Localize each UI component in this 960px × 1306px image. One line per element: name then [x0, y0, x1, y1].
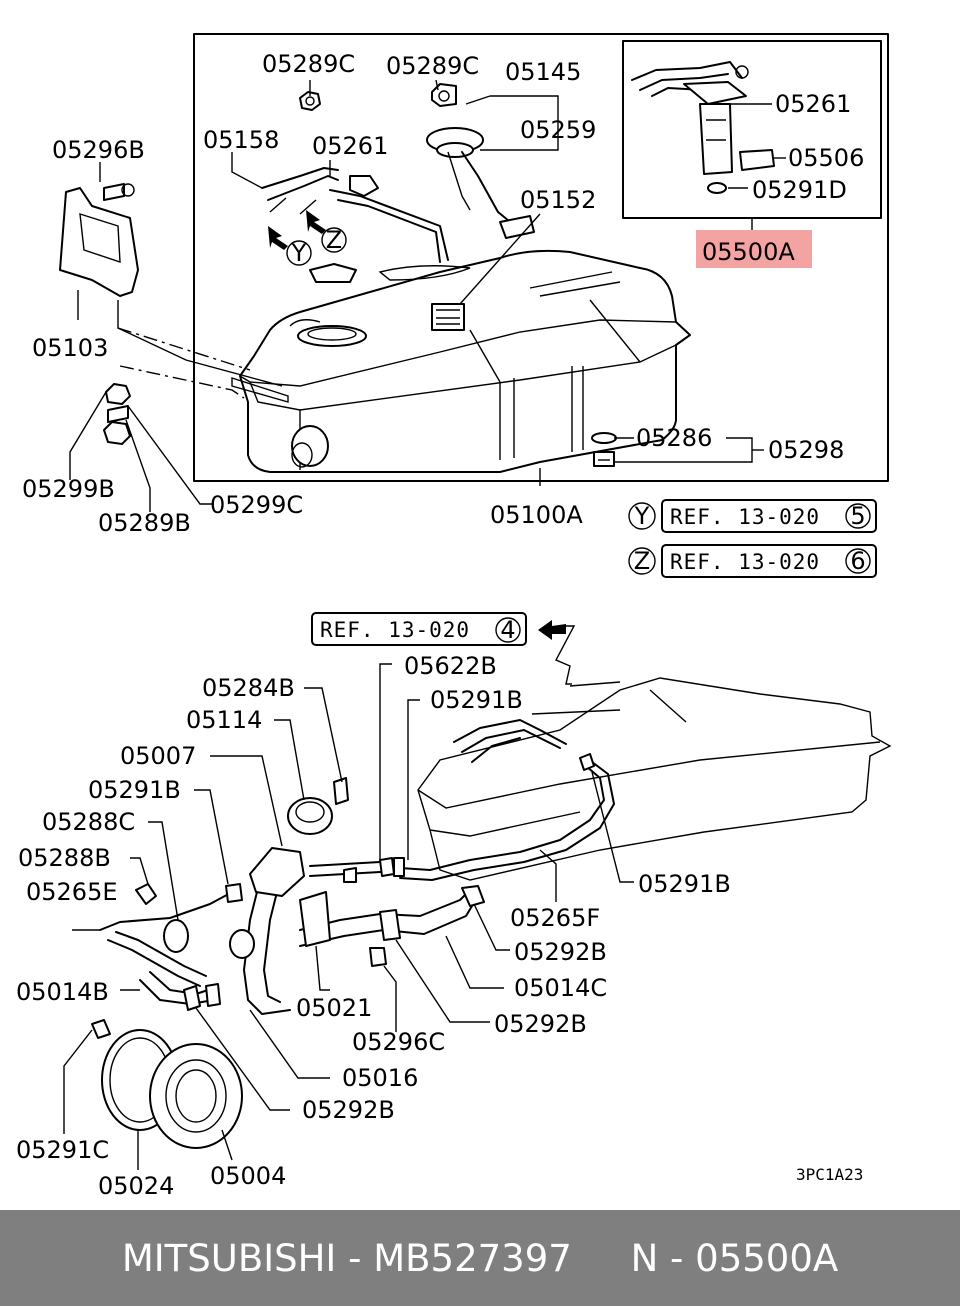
filler-hose-lower [309, 753, 615, 883]
label-05291C: 05291C [16, 1136, 109, 1164]
footer-callout: 05500A [695, 1236, 839, 1280]
leader-lines [63, 79, 786, 1170]
label-05152: 05152 [520, 186, 596, 214]
label-05299C: 05299C [210, 491, 303, 519]
svg-text:5: 5 [850, 502, 865, 530]
vapor-pipe-drawing [261, 167, 449, 283]
label-05289C-b: 05289C [386, 52, 479, 80]
label-05284B: 05284B [202, 674, 295, 702]
marker-y-circle [286, 240, 312, 266]
gauge-unit-drawing [426, 83, 535, 239]
footer-sep1: - [336, 1236, 374, 1280]
lower-hose-drawing [139, 929, 255, 1011]
ref-y-box: Y REF. 13-020 5 [628, 499, 877, 533]
tank-assembly-frame [193, 33, 889, 482]
label-05286: 05286 [636, 424, 712, 452]
label-05298: 05298 [768, 436, 844, 464]
label-05289C-a: 05289C [262, 50, 355, 78]
footer-sep2: - [658, 1236, 696, 1280]
label-05622B: 05622B [404, 652, 497, 680]
label-05004: 05004 [210, 1162, 286, 1190]
label-05296B: 05296B [52, 136, 145, 164]
label-05014B: 05014B [16, 978, 109, 1006]
parts-diagram: Y Z [16, 33, 892, 1200]
label-05288B: 05288B [18, 844, 111, 872]
footer-bar: MITSUBISHI - MB527397 N - 05500A [0, 1210, 960, 1306]
mount-hardware-drawing [103, 383, 131, 445]
svg-text:6: 6 [850, 547, 865, 575]
vapor-pipe-lower [453, 719, 567, 763]
footer-position: N [630, 1236, 659, 1280]
label-05259: 05259 [520, 116, 596, 144]
nut-05289C-drawing [299, 91, 321, 111]
label-05265F: 05265F [510, 904, 600, 932]
label-05265E: 05265E [26, 878, 118, 906]
label-05024: 05024 [98, 1172, 174, 1200]
marker-y-text: Y [291, 239, 307, 267]
label-05014C: 05014C [514, 974, 607, 1002]
svg-text:Z: Z [634, 547, 650, 575]
label-05289B: 05289B [98, 509, 191, 537]
footer-part-number: MB527397 [373, 1236, 572, 1280]
ref-z-box: Z REF. 13-020 6 [628, 544, 877, 578]
pump-assembly-drawing [631, 61, 775, 194]
label-05506: 05506 [788, 144, 864, 172]
label-05292B-c: 05292B [514, 938, 607, 966]
ref-4-box: REF. 13-020 4 [311, 612, 527, 646]
label-05299B: 05299B [22, 475, 115, 503]
label-05100A: 05100A [490, 501, 583, 529]
label-05261-b: 05261 [775, 90, 851, 118]
ref4-pointer [555, 625, 576, 685]
label-05288C: 05288C [42, 808, 135, 836]
filler-hose-main [299, 885, 485, 967]
label-05103: 05103 [32, 334, 108, 362]
footer-brand: MITSUBISHI [121, 1236, 337, 1280]
label-05296C: 05296C [352, 1028, 445, 1056]
label-05016: 05016 [342, 1064, 418, 1092]
filler-neck-drawing [243, 777, 349, 1015]
label-05291B-b: 05291B [88, 776, 181, 804]
svg-text:REF. 13-020: REF. 13-020 [320, 618, 470, 642]
arrow-ref4-icon [538, 620, 566, 640]
label-05158: 05158 [203, 126, 279, 154]
svg-text:4: 4 [500, 616, 515, 644]
arrow-z-icon [306, 210, 326, 234]
label-05007: 05007 [120, 742, 196, 770]
label-05292B-a: 05292B [302, 1096, 395, 1124]
filler-cap-rings-drawing [91, 1019, 243, 1149]
bracket-drawing [59, 183, 139, 297]
fuel-tank-drawing [231, 249, 691, 473]
drain-plug-drawing [591, 432, 617, 467]
label-05291B-a: 05291B [430, 686, 523, 714]
footer-gap [572, 1237, 631, 1280]
marker-z-circle [321, 227, 347, 253]
label-05500A: 05500A [702, 238, 795, 266]
label-05292B-b: 05292B [494, 1010, 587, 1038]
svg-text:Y: Y [634, 502, 650, 530]
tank-outline-lower [417, 677, 892, 881]
arrow-y-icon [268, 226, 288, 250]
label-05291B-c: 05291B [638, 870, 731, 898]
diagram-code: 3PC1A23 [796, 1165, 863, 1184]
svg-text:REF. 13-020: REF. 13-020 [670, 505, 820, 529]
svg-text:REF. 13-020: REF. 13-020 [670, 550, 820, 574]
label-05261-a: 05261 [312, 132, 388, 160]
marker-z-text: Z [326, 226, 342, 254]
label-05114: 05114 [186, 706, 262, 734]
label-05021: 05021 [296, 994, 372, 1022]
label-05291D: 05291D [752, 176, 847, 204]
highlight-05500A [696, 230, 812, 268]
breather-hose-drawing [99, 883, 243, 987]
sender-unit-drawing [431, 303, 465, 331]
label-05145: 05145 [505, 58, 581, 86]
